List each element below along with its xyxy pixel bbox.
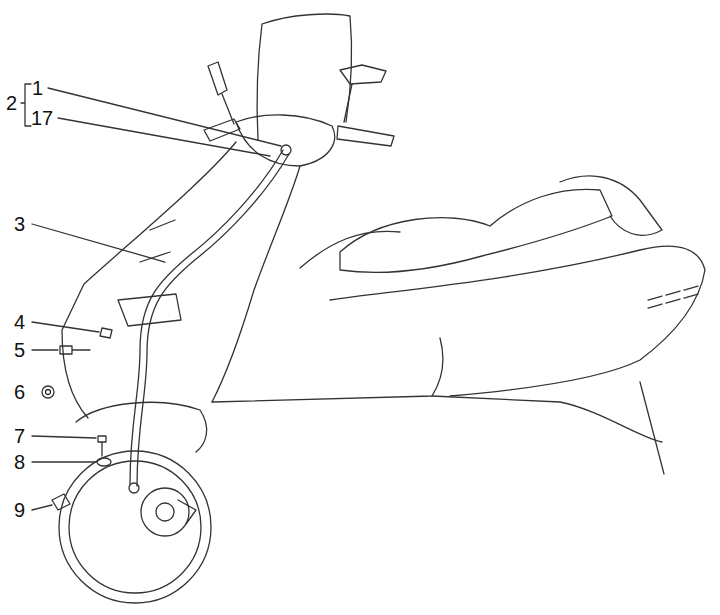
nut xyxy=(42,386,54,398)
headset xyxy=(236,115,335,166)
grip xyxy=(204,119,240,141)
leader-line xyxy=(32,505,52,510)
hub xyxy=(156,503,174,521)
bracket xyxy=(21,84,31,126)
caliper xyxy=(178,500,196,524)
brake-cable xyxy=(137,154,289,486)
windscreen xyxy=(257,14,351,140)
indicator xyxy=(118,294,181,326)
body xyxy=(300,231,400,268)
callout-number: 9 xyxy=(14,500,25,520)
grip xyxy=(337,126,394,146)
callout-number: 5 xyxy=(14,340,25,360)
hub xyxy=(141,488,189,536)
tail-slots xyxy=(648,286,698,308)
leader-line xyxy=(32,322,99,332)
cable-end xyxy=(129,483,139,493)
mirror-stalk xyxy=(344,84,352,122)
leader-line xyxy=(32,436,96,438)
clip xyxy=(52,494,70,510)
mirror xyxy=(208,62,227,95)
seat xyxy=(340,189,612,272)
leader-line xyxy=(32,461,96,462)
bolt xyxy=(98,436,106,456)
callout-number: 8 xyxy=(14,452,25,472)
floorboard xyxy=(212,338,443,402)
callout-number: 4 xyxy=(14,312,25,332)
grab-rail xyxy=(560,176,662,235)
front-shield xyxy=(62,142,236,418)
callout-number: 17 xyxy=(31,108,53,128)
rear-body xyxy=(432,396,662,442)
front-wheel xyxy=(59,451,211,603)
leader-line xyxy=(58,118,270,156)
nut xyxy=(46,390,51,395)
mirror xyxy=(340,65,386,84)
brake-cable xyxy=(130,150,283,484)
callout-number: 3 xyxy=(14,214,25,234)
callout-number: 1 xyxy=(32,78,43,98)
leader-line xyxy=(32,224,165,262)
callout-number: 6 xyxy=(14,382,25,402)
front-wheel xyxy=(69,461,201,593)
rear-wheel xyxy=(640,382,664,474)
fender xyxy=(76,402,207,452)
callout-number: 2 xyxy=(6,93,17,113)
rear-body xyxy=(330,246,705,396)
screw xyxy=(60,346,90,354)
washer xyxy=(97,458,111,466)
leader-line xyxy=(32,349,58,350)
callout-number: 7 xyxy=(14,426,25,446)
clip xyxy=(100,328,112,338)
cable-end xyxy=(281,145,291,155)
